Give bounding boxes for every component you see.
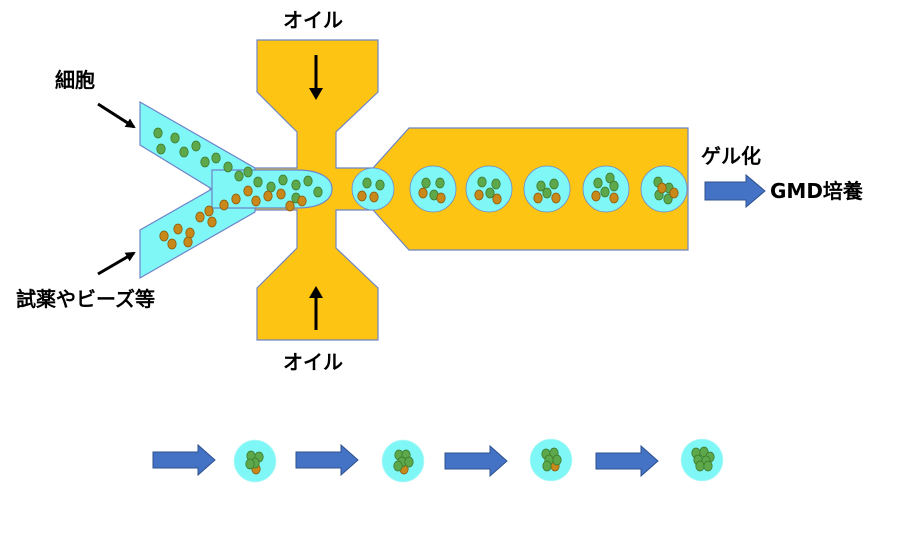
cell (404, 456, 414, 468)
cell (245, 458, 255, 470)
cell (156, 143, 166, 155)
droplet (523, 165, 571, 213)
droplet (351, 167, 395, 211)
cell (375, 179, 385, 191)
bead (418, 187, 428, 199)
bead (533, 192, 543, 204)
cell (291, 179, 301, 191)
bead (551, 192, 561, 204)
bead (185, 227, 195, 239)
down-arrow-icon (309, 55, 323, 100)
droplet (409, 165, 457, 213)
bead (243, 185, 253, 197)
cell (485, 187, 495, 199)
colony-droplet (680, 438, 724, 482)
bead (591, 190, 601, 202)
bead (251, 195, 261, 207)
droplet (640, 165, 688, 213)
block-arrow-icon (595, 444, 659, 478)
cell (393, 460, 403, 472)
droplet-shell (409, 165, 457, 213)
bead (207, 216, 217, 228)
bead (492, 193, 502, 205)
droplet (465, 165, 513, 213)
cell (609, 180, 619, 192)
colony-droplet (529, 438, 573, 482)
cell (605, 172, 615, 184)
bead (609, 192, 619, 204)
cell (695, 460, 705, 472)
channel-particles (153, 127, 323, 250)
cell (313, 186, 323, 198)
oil-bottom-label: オイル (283, 350, 343, 374)
bead (231, 193, 241, 205)
cell (179, 146, 189, 158)
cell (303, 175, 313, 187)
bead (219, 199, 229, 211)
bead (263, 190, 273, 202)
culture-label: GMD培養 (770, 179, 864, 203)
growth-sequence (152, 438, 724, 483)
bead (357, 190, 367, 202)
bead (436, 192, 446, 204)
cell (278, 174, 288, 186)
cell (593, 177, 603, 189)
cell (266, 181, 276, 193)
pointer-arrow-icon (97, 102, 136, 129)
bead (204, 205, 214, 217)
cell (170, 132, 180, 144)
gelation-label: ゲル化 (701, 144, 761, 168)
block-arrow-icon (295, 443, 359, 477)
cell (549, 178, 559, 190)
bead (167, 238, 177, 250)
up-arrow-icon (309, 286, 323, 330)
cell (663, 193, 673, 205)
colony-droplet (233, 439, 277, 483)
cell (703, 460, 713, 472)
colony-droplet (381, 439, 425, 483)
bead (669, 187, 679, 199)
block-arrow-icon (152, 443, 216, 477)
bead (285, 200, 295, 212)
cell (491, 178, 501, 190)
cell (542, 460, 552, 472)
droplet-shell (351, 167, 395, 211)
cell (243, 166, 253, 178)
cell (435, 177, 445, 189)
cell (200, 156, 210, 168)
cell (191, 140, 201, 152)
bead (183, 236, 193, 248)
outlet-droplets (351, 165, 688, 213)
bead (297, 195, 307, 207)
cell (552, 454, 562, 466)
oil-top-label: オイル (283, 8, 343, 32)
bead (657, 182, 667, 194)
cell (600, 186, 610, 198)
block-arrow-icon (704, 173, 766, 209)
cell (223, 161, 233, 173)
cell (253, 176, 263, 188)
cells-label: 細胞 (55, 68, 95, 92)
bead (474, 189, 484, 201)
bead (276, 188, 286, 200)
pointer-arrow-icon (97, 251, 136, 276)
block-arrow-icon (444, 444, 508, 478)
cell (421, 177, 431, 189)
cell (234, 170, 244, 182)
cell (362, 177, 372, 189)
cell (477, 176, 487, 188)
reagents-label: 試薬やビーズ等 (16, 287, 155, 311)
cell (542, 187, 552, 199)
bead (159, 230, 169, 242)
cell (153, 127, 163, 139)
bead (195, 211, 205, 223)
cell (211, 152, 221, 164)
droplet (582, 165, 630, 213)
bead (369, 191, 379, 203)
cell (536, 180, 546, 192)
bead (173, 223, 183, 235)
